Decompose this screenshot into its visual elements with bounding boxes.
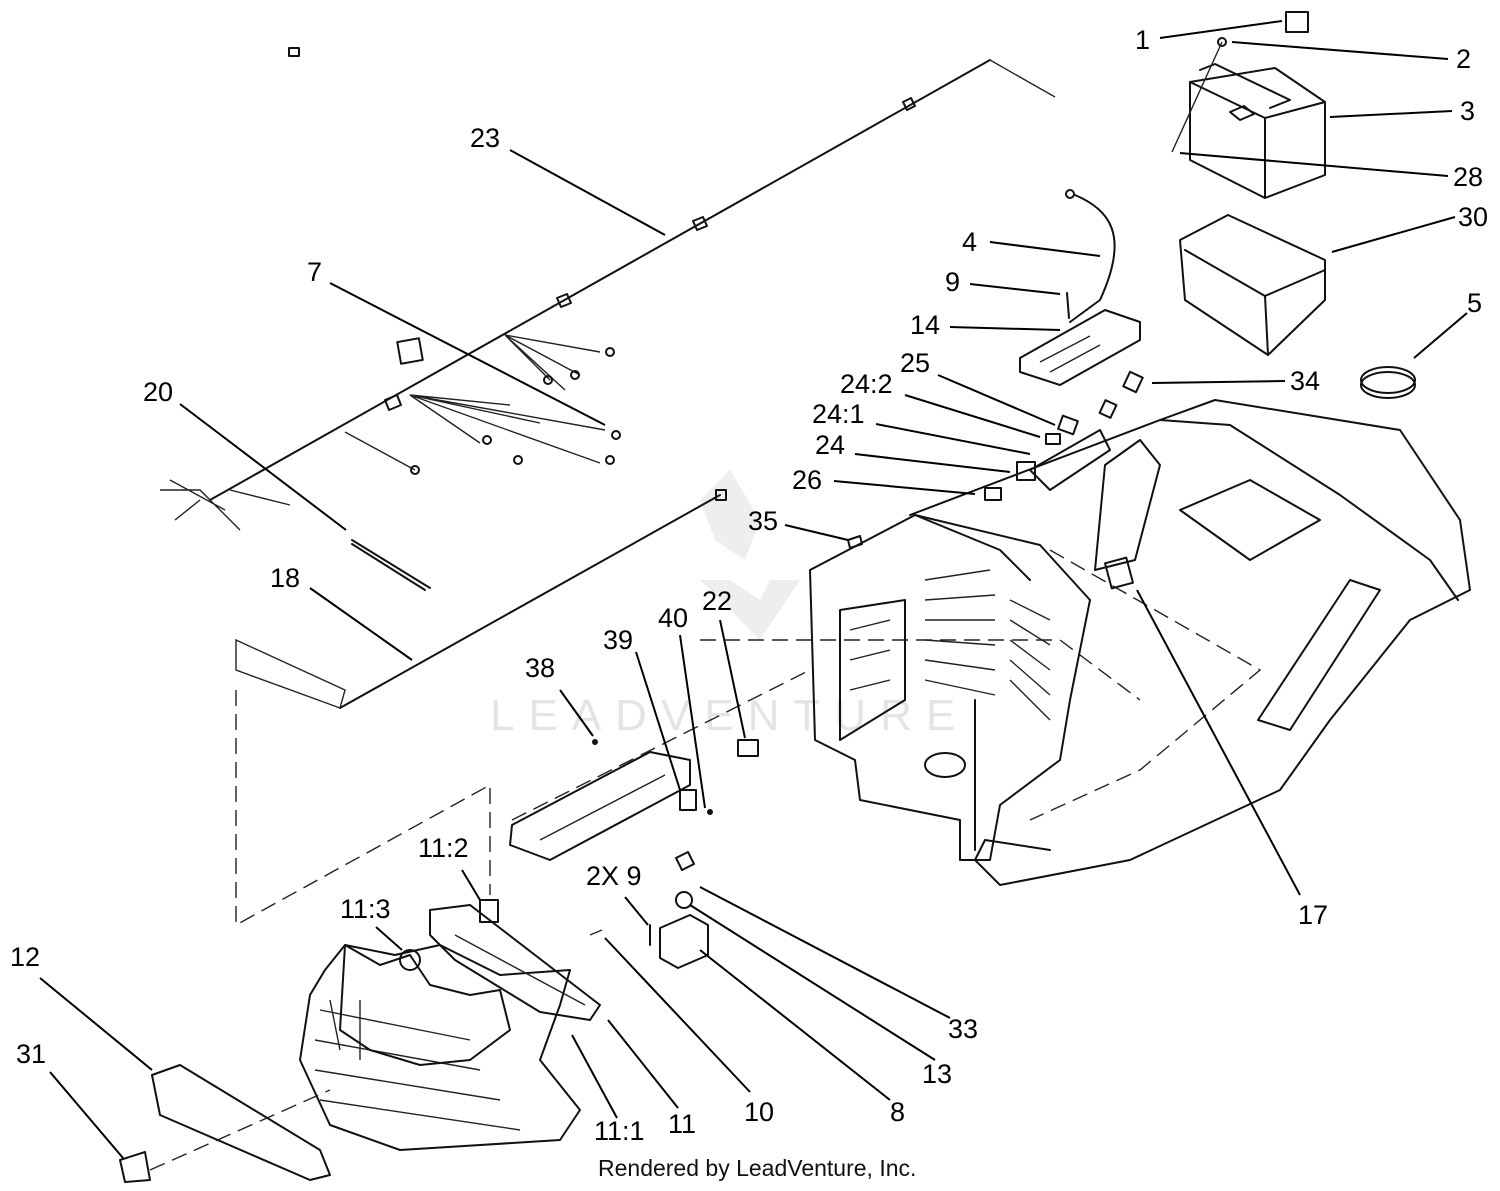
callout-11-2: 11:2: [418, 833, 469, 863]
callout-25: 25: [900, 348, 930, 378]
callout-13: 13: [922, 1059, 952, 1089]
battery: [1171, 11, 1326, 199]
callout-28: 28: [1453, 162, 1483, 192]
front-bumper: [119, 1064, 331, 1183]
callout-14: 14: [910, 310, 940, 340]
dash-tower: [809, 514, 1091, 861]
tractor-frame: [700, 399, 1471, 886]
callout-24-2: 24:2: [840, 369, 893, 399]
callout-34: 34: [1290, 366, 1320, 396]
callout-35: 35: [748, 506, 778, 536]
callout-10: 10: [744, 1097, 774, 1127]
callout-5: 5: [1467, 288, 1482, 318]
callout-7: 7: [307, 257, 322, 287]
callout-17: 17: [1298, 900, 1328, 930]
starter-solenoid: [589, 851, 709, 969]
callout-8: 8: [890, 1097, 905, 1127]
callout-11-1: 11:1: [594, 1116, 645, 1146]
hood-grille: [299, 944, 581, 1151]
callout-39: 39: [603, 625, 633, 655]
callout-33: 33: [948, 1014, 978, 1044]
callout-18: 18: [270, 563, 300, 593]
callout-labels: 1 2 3 28 30 4 9 14 5 25 24:2 34 24:1 24 …: [10, 25, 1488, 1146]
callout-38: 38: [525, 653, 555, 683]
headlight-assembly: [399, 899, 601, 1021]
key-switch-assembly: [847, 370, 1144, 549]
headlight-wire-harness: [235, 489, 727, 927]
callout-30: 30: [1458, 202, 1488, 232]
callout-23: 23: [470, 123, 500, 153]
callout-24: 24: [815, 430, 845, 460]
callout-40: 40: [658, 603, 688, 633]
callout-11: 11: [668, 1109, 696, 1139]
callout-2: 2: [1456, 44, 1471, 74]
leader-lines: [39, 20, 1468, 1159]
cable-tie: [351, 539, 431, 591]
watermark-text: LEADVENTURE: [490, 691, 969, 740]
front-bracket: [509, 669, 811, 861]
callout-4: 4: [962, 227, 977, 257]
callout-24-1: 24:1: [812, 399, 865, 429]
credit-line: Rendered by LeadVenture, Inc.: [598, 1155, 916, 1181]
grommet-cap: [1360, 366, 1416, 399]
callout-2x9: 2X 9: [586, 861, 642, 891]
callout-12: 12: [10, 942, 40, 972]
callout-11-3: 11:3: [340, 894, 391, 924]
battery-tray: [1179, 214, 1326, 356]
wire-harness: [160, 47, 1056, 531]
callout-3: 3: [1460, 96, 1475, 126]
battery-cable-and-bracket: [1019, 189, 1141, 386]
callout-31: 31: [16, 1039, 46, 1069]
callout-22: 22: [702, 586, 732, 616]
callout-1: 1: [1135, 25, 1150, 55]
ignition-module: [1104, 556, 1134, 590]
callout-20: 20: [143, 377, 173, 407]
callout-9: 9: [945, 267, 960, 297]
callout-26: 26: [792, 465, 822, 495]
